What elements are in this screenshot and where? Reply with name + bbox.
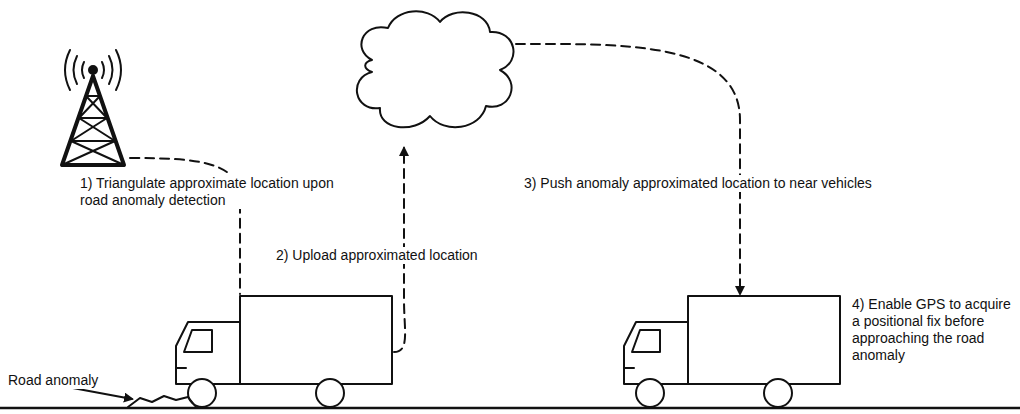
step-label: 4) Enable GPS to acquire a positional fi… bbox=[850, 296, 1016, 364]
truck bbox=[624, 296, 840, 407]
road-anomaly bbox=[128, 396, 196, 407]
step-label: 2) Upload approximated location bbox=[274, 247, 480, 264]
truck bbox=[176, 296, 392, 407]
cloud bbox=[357, 11, 514, 127]
ground-line bbox=[0, 407, 1020, 410]
step-label: 1) Triangulate approximate location upon… bbox=[78, 175, 362, 209]
cell-tower bbox=[62, 50, 124, 165]
callout-label: Road anomaly bbox=[6, 372, 100, 389]
step-label: 3) Push anomaly approximated location to… bbox=[522, 175, 874, 192]
